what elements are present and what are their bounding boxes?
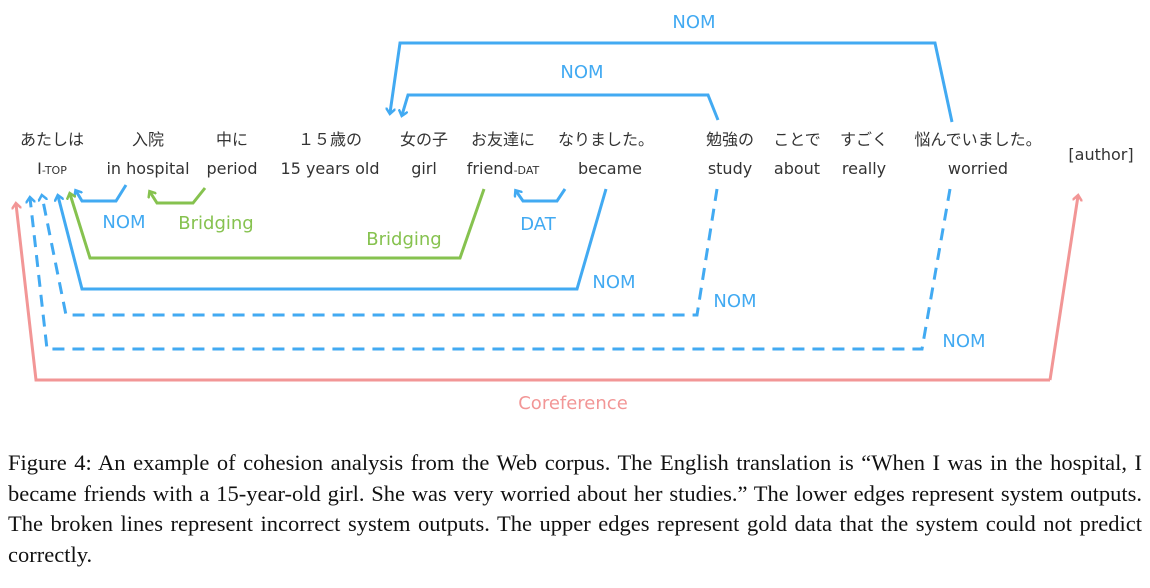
edge-lower-nom-worried-i-incorrect xyxy=(30,188,952,351)
upper-edges: NOM NOM xyxy=(390,12,954,123)
edge-lower-coref-author-head xyxy=(1035,196,1078,382)
token-jp: 悩んでいました。 xyxy=(914,130,1041,149)
english-glosses: I-TOP in hospital period 15 years old gi… xyxy=(37,145,1133,178)
token-en: I-TOP xyxy=(37,159,67,178)
lower-edges: NOM Bridging Bridging DAT NOM NOM NOM Co… xyxy=(16,184,1078,414)
token-en: girl xyxy=(411,159,437,178)
edge-label: Bridging xyxy=(178,213,253,234)
token-jp: 入院 xyxy=(132,130,164,149)
token-en: friend-DAT xyxy=(467,159,540,178)
edge-label: NOM xyxy=(560,62,603,83)
token-en: about xyxy=(774,159,820,178)
token-jp: お友達に xyxy=(471,130,535,149)
token-jp: 中に xyxy=(216,130,248,149)
edge-lower-bridging-friend-i xyxy=(70,188,486,260)
edge-upper-nom-study-girl xyxy=(402,93,720,121)
edge-label: DAT xyxy=(520,214,556,235)
japanese-tokens: あたしは 入院 中に １５歳の 女の子 お友達に なりました。 勉強の ことで … xyxy=(20,130,1042,149)
author-token: [author] xyxy=(1068,145,1133,164)
edge-label: Bridging xyxy=(366,229,441,250)
edge-label: NOM xyxy=(713,291,756,312)
token-jp: なりました。 xyxy=(558,130,654,149)
token-en: period xyxy=(207,159,258,178)
edge-lower-nom-hospital-i xyxy=(76,184,128,203)
edge-lower-bridging-period-hospital xyxy=(150,187,207,205)
gloss-suffix: -DAT xyxy=(514,164,540,177)
edge-lower-nom-study-i-incorrect xyxy=(42,188,719,317)
token-jp: １５歳の xyxy=(298,130,362,149)
token-jp: ことで xyxy=(773,130,821,149)
edge-upper-nom-worried-girl xyxy=(390,41,954,123)
token-en: study xyxy=(708,159,752,178)
token-en: really xyxy=(842,159,886,178)
token-en: became xyxy=(578,159,642,178)
edge-label: NOM xyxy=(592,272,635,293)
edge-label: NOM xyxy=(672,12,715,33)
figure-caption: Figure 4: An example of cohesion analysi… xyxy=(8,450,1142,567)
token-jp: 勉強の xyxy=(706,130,754,149)
token-en: in hospital xyxy=(106,159,189,178)
token-jp: 女の子 xyxy=(400,130,448,149)
edge-label: NOM xyxy=(102,212,145,233)
token-jp: すごく xyxy=(840,130,888,149)
gloss-word: I xyxy=(37,159,42,178)
gloss-word: friend xyxy=(467,159,514,178)
token-en: 15 years old xyxy=(281,159,380,178)
edge-lower-dat-became-friend xyxy=(516,188,567,203)
token-jp: あたしは xyxy=(20,130,84,149)
edge-label: Coreference xyxy=(518,393,628,414)
token-en: worried xyxy=(948,159,1008,178)
edge-lower-coref-author-i xyxy=(16,204,1050,382)
edge-label: NOM xyxy=(942,331,985,352)
edge-lower-nom-became-i xyxy=(58,188,608,291)
cohesion-diagram: あたしは 入院 中に １５歳の 女の子 お友達に なりました。 勉強の ことで … xyxy=(0,12,1134,414)
gloss-suffix: -TOP xyxy=(42,164,67,177)
